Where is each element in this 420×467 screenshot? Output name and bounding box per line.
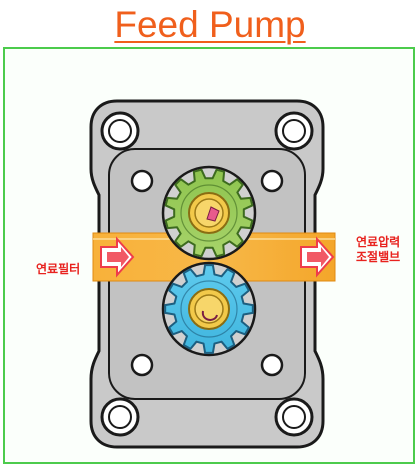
lug-top-left: [100, 111, 140, 151]
slide-title: Feed Pump: [114, 4, 306, 45]
corner-lugs: [100, 111, 314, 437]
lug-top-right: [274, 111, 314, 151]
inlet-arrow-icon: [100, 236, 135, 278]
inlet-label: 연료필터: [36, 262, 81, 276]
corner-lug-inner: [108, 119, 306, 429]
bolt-holes: [130, 169, 284, 377]
bolt-hole-lower-left: [130, 353, 154, 377]
gear-pump-diagram: [89, 99, 336, 449]
lug-bottom-right: [274, 397, 314, 437]
lower-hub-key: [201, 310, 218, 321]
outlet-arrow-icon: [300, 236, 335, 278]
outlet-label: 연료압력 조절밸브: [356, 235, 400, 265]
bolt-hole-lower-right: [260, 353, 284, 377]
pump-figure-frame: 연료필터 연료압력 조절밸브: [3, 47, 415, 464]
lower-gear-teeth-ring: [180, 280, 238, 338]
outlet-label-line2: 조절밸브: [356, 250, 401, 264]
lug-bottom-left: [100, 397, 140, 437]
upper-hub-key: [206, 206, 220, 222]
outlet-label-line1: 연료압력: [356, 235, 401, 249]
upper-gear-teeth-ring: [180, 184, 238, 242]
gear-hubs: [188, 192, 230, 330]
bolt-hole-upper-left: [130, 169, 154, 193]
bolt-hole-upper-right: [260, 169, 284, 193]
